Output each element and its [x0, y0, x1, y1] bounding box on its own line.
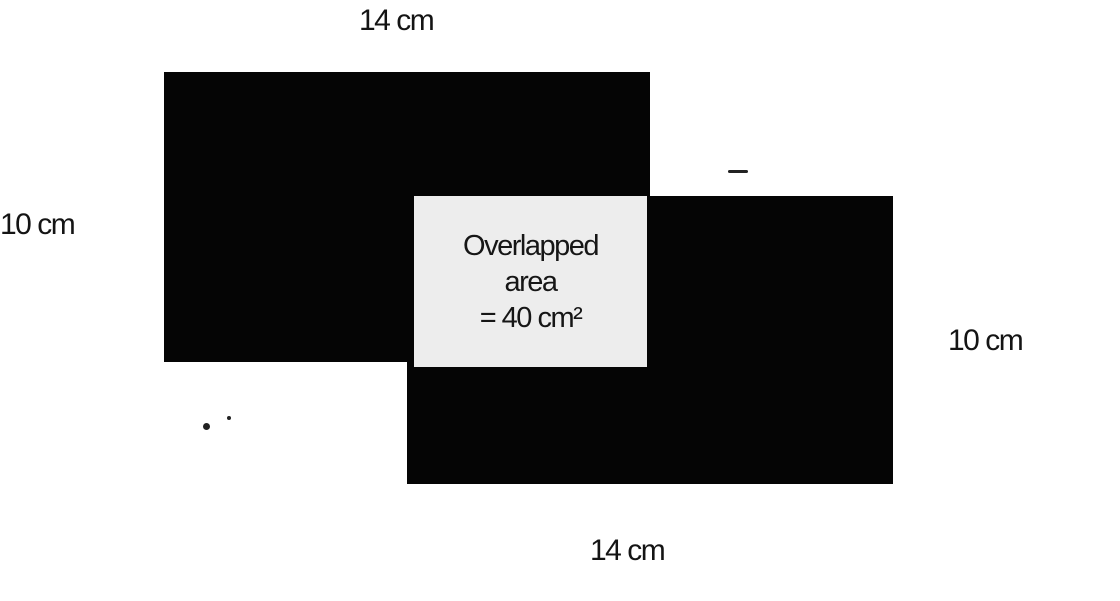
scan-speck [203, 423, 210, 430]
overlapped-area-region: Overlapped area = 40 cm² [414, 196, 647, 367]
left-height-label: 10 cm [0, 208, 76, 241]
overlap-label-line2: area [504, 265, 558, 298]
overlap-label-line1: Overlapped [463, 229, 599, 262]
scan-speck [227, 416, 231, 420]
overlap-label-line3: = 40 cm² [479, 301, 583, 334]
scan-speck [728, 170, 748, 173]
bottom-width-label: 14 cm [590, 534, 666, 567]
right-height-label: 10 cm [948, 324, 1024, 357]
top-width-label: 14 cm [359, 4, 435, 37]
